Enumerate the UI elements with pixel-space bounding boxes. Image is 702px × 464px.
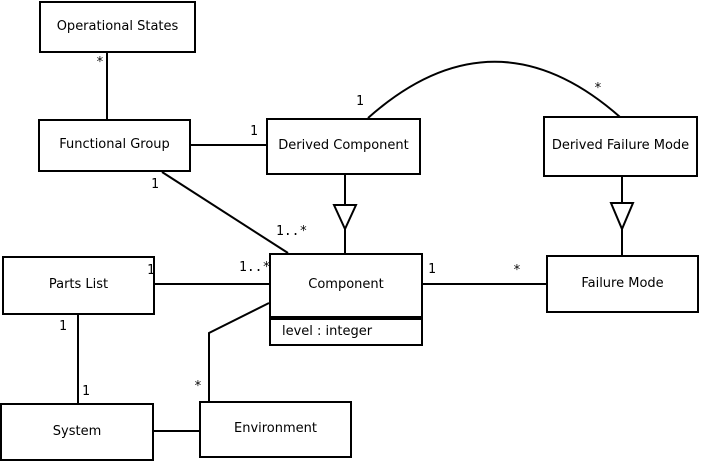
multiplicity-label: 1 xyxy=(428,262,436,277)
multiplicity-label: * xyxy=(96,55,104,70)
class-name: Failure Mode xyxy=(581,275,664,291)
class-attributes-compartment: level : integer xyxy=(271,318,421,344)
class-name: Derived Failure Mode xyxy=(551,138,690,154)
class-box-functional-group: Functional Group xyxy=(38,119,191,172)
class-box-operational-states: Operational States xyxy=(39,1,196,53)
multiplicity-label: * xyxy=(513,263,521,278)
class-name: System xyxy=(52,423,102,439)
generalization-arrow-icon xyxy=(609,202,635,232)
multiplicity-label: 1 xyxy=(147,263,155,278)
multiplicity-label: 1 xyxy=(356,94,364,109)
class-box-failure-mode: Failure Mode xyxy=(546,255,699,313)
class-box-environment: Environment xyxy=(199,401,352,458)
multiplicity-label: 1 xyxy=(82,384,90,399)
class-name: Operational States xyxy=(56,18,179,34)
association-line-functional-group-component xyxy=(161,171,289,254)
class-box-system: System xyxy=(0,403,154,461)
class-name: Component xyxy=(308,277,384,293)
class-attribute: level : integer xyxy=(282,323,373,339)
class-box-derived-failure-mode: Derived Failure Mode xyxy=(543,116,698,177)
association-line-environment-component xyxy=(208,302,270,401)
association-arc-derived-component-derived-failure-mode xyxy=(367,60,621,119)
class-box-derived-component: Derived Component xyxy=(266,118,421,175)
multiplicity-label: 1..* xyxy=(239,260,271,275)
class-name: Environment xyxy=(233,421,317,437)
class-name-compartment: Component xyxy=(271,255,421,318)
multiplicity-label: * xyxy=(594,81,602,96)
class-name: Derived Component xyxy=(278,138,409,154)
class-box-parts-list: Parts List xyxy=(2,256,155,315)
multiplicity-label: 1..* xyxy=(276,224,308,239)
multiplicity-label: 1 xyxy=(151,177,159,192)
multiplicity-label: 1 xyxy=(59,319,67,334)
multiplicity-label: 1 xyxy=(250,124,258,139)
class-name: Parts List xyxy=(48,277,109,293)
generalization-arrow-icon xyxy=(332,204,358,232)
class-name: Functional Group xyxy=(59,137,170,153)
class-box-component: Component level : integer xyxy=(269,253,423,346)
multiplicity-label: * xyxy=(194,379,202,394)
